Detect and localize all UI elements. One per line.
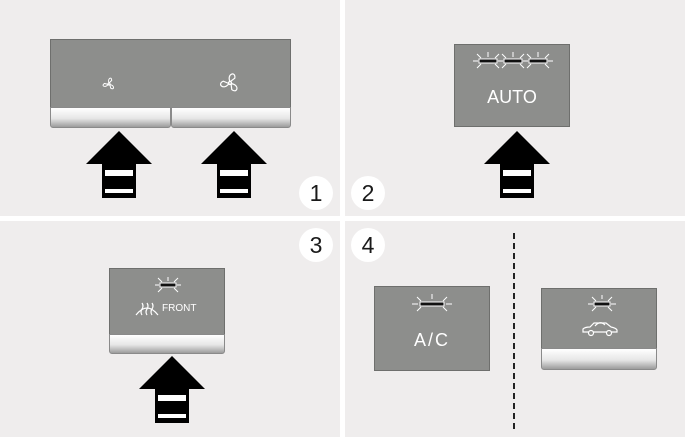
front-label: FRONT: [162, 303, 197, 314]
section-ac-recirculation: 4 A/C: [345, 221, 685, 437]
step-number: 2: [351, 176, 385, 210]
arrow-up-icon: [201, 131, 267, 198]
section-front-defrost: 3 FRONT: [0, 221, 340, 437]
indicator-light-icon: [412, 294, 452, 312]
front-defrost-panel: FRONT: [109, 268, 225, 336]
recirculation-car-icon: [582, 322, 618, 337]
fan-panel: [50, 39, 291, 109]
indicator-light-icon: [473, 52, 553, 69]
arrow-up-icon: [139, 356, 205, 423]
indicator-light-icon: [588, 295, 616, 312]
recirculation-panel: [541, 288, 657, 350]
recirculation-button[interactable]: [541, 348, 657, 370]
step-number: 3: [299, 228, 333, 262]
arrow-up-icon: [484, 131, 550, 198]
fan-low-icon: [102, 77, 115, 90]
auto-label: AUTO: [487, 87, 537, 107]
step-number: 4: [351, 228, 385, 262]
ac-label: A/C: [413, 330, 450, 350]
fan-up-button[interactable]: [171, 107, 291, 128]
indicator-light-icon: [155, 277, 181, 293]
arrow-up-icon: [86, 131, 152, 198]
divider: [513, 233, 515, 429]
section-fan-speed: 1: [0, 0, 340, 216]
step-number: 1: [299, 176, 333, 210]
front-defrost-button[interactable]: [109, 334, 225, 354]
fan-high-icon: [220, 73, 238, 92]
auto-button[interactable]: AUTO: [454, 44, 570, 127]
fan-down-button[interactable]: [50, 107, 171, 128]
front-defrost-icon: [135, 302, 159, 316]
ac-button[interactable]: A/C: [374, 286, 490, 371]
section-auto: AUTO 2: [345, 0, 685, 216]
